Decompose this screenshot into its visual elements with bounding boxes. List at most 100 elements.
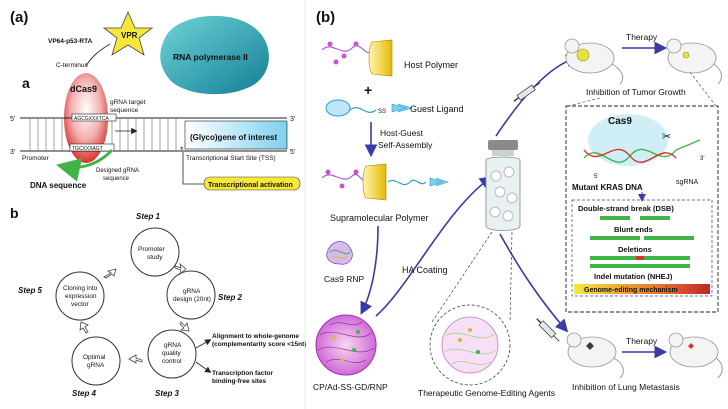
step4-text-2: gRNA: [87, 362, 105, 369]
syringe-top-icon: [513, 82, 541, 102]
seq-bottom-box: [69, 143, 115, 152]
c-terminus-label: C-terminus: [56, 62, 89, 69]
mechanism-banner: [574, 284, 710, 294]
therapy-bottom-label: Therapy: [626, 336, 658, 346]
sgrna-label: sgRNA: [676, 179, 699, 186]
blunt-strands: [590, 236, 694, 240]
prime3-left: 3': [10, 149, 15, 156]
prime5-right: 5': [290, 149, 295, 156]
seq-bottom-label: TGCXXXAGT: [72, 146, 103, 152]
sub-b-label: b: [10, 205, 19, 221]
agents-nanoparticle-icon: [441, 316, 499, 374]
prime5-left: 5': [10, 116, 15, 123]
step2-circle: [166, 270, 216, 320]
guest-ss-label: SS: [378, 109, 386, 115]
cas9-rnp-label: Cas9 RNP: [324, 274, 364, 284]
sub-a-label: a: [22, 75, 30, 91]
step5-text-1: Cloning into: [63, 285, 98, 292]
supramolecular-label: Supramolecular Polymer: [330, 213, 429, 223]
therapy-top-label: Therapy: [626, 32, 658, 42]
dcas9-label: dCas9: [70, 84, 97, 94]
mech-prime3: 3': [700, 156, 704, 162]
rna-polymerase-shape: [160, 15, 269, 95]
designed-grna-arrow: [56, 148, 114, 182]
gene-label: (Glyco)gene of interest: [190, 133, 277, 142]
mechanism-label: Genome-editing mechanism: [584, 287, 678, 294]
tf-label-2: binding-free sites: [212, 378, 267, 385]
vp64-label: VP64-p53-RTA: [48, 38, 93, 45]
step1-label: Step 1: [136, 212, 161, 221]
agents-label: Therapeutic Genome-Editing Agents: [418, 388, 555, 398]
to-nanoparticle-arrow: [360, 225, 379, 315]
dsb-label: Double-strand break (DSB): [578, 204, 674, 213]
rna-pol-label: RNA polymerase II: [173, 52, 248, 62]
align-label-1: Alignment to whole-genome: [212, 333, 299, 340]
mouse-tumor-before-icon: [564, 38, 624, 85]
tss-label: Transcriptional Start Site (TSS): [186, 155, 276, 162]
step1-text-1: Promoter: [138, 246, 166, 253]
syringe-arrow-bottom: [499, 233, 569, 333]
prime3-right: 3': [290, 116, 295, 123]
panel-a-label: (a): [10, 9, 28, 26]
step5-text-3: vector: [71, 301, 90, 308]
mech-zoom-line-1: [567, 97, 601, 107]
panel-b-label: (b): [316, 9, 335, 26]
activation-label: Transcriptional activation: [208, 182, 293, 189]
step4-text-1: Optimal: [83, 354, 106, 361]
grna-target-box: [71, 113, 117, 122]
activation-arrow: [182, 152, 204, 185]
host-polymer-label: Host Polymer: [404, 60, 458, 70]
nanoparticle-icon: [315, 314, 377, 376]
workflow-arrows: [79, 262, 190, 364]
designed-grna-label-2: sequence: [103, 176, 130, 182]
scissors-icon: ✂: [662, 131, 671, 143]
vial-icon: [485, 140, 521, 231]
step1-circle: [130, 227, 180, 277]
plus-sign: +: [364, 82, 372, 98]
guest-ligand-label: Guest Ligand: [410, 104, 464, 114]
deletion-strands: [590, 256, 690, 268]
vpr-star-icon: [102, 11, 154, 56]
ha-coating-arrow: [375, 176, 493, 317]
vpr-label: VPR: [121, 31, 138, 40]
step5-circle: [55, 271, 105, 321]
cp-label: CP/Ad-SS-GD/RNP: [313, 382, 388, 392]
step1-text-2: study: [147, 254, 163, 261]
step3-label: Step 3: [155, 389, 180, 398]
zoom-line-1: [431, 231, 493, 323]
step3-circle: [147, 329, 197, 379]
host-guest-label-1: Host-Guest: [380, 128, 424, 138]
dsb-strands: [600, 216, 670, 220]
syringe-arrow-top: [495, 54, 580, 137]
gene-box: [184, 120, 288, 150]
dna-rungs: [29, 118, 177, 151]
dna-helix-icon: [583, 139, 701, 163]
lung-label: Inhibition of Lung Metastasis: [572, 382, 680, 392]
grna-target-label-2: sequence: [110, 107, 139, 114]
activation-badge: [203, 176, 301, 191]
dna-sequence-label: DNA sequence: [30, 181, 87, 190]
designed-grna-label: Designed gRNA: [96, 168, 139, 174]
step2-text-1: gRNA: [183, 288, 201, 295]
tf-arrow: [195, 361, 212, 373]
supramolecular-icon: [321, 163, 449, 201]
step5-label: Step 5: [18, 286, 43, 295]
dsb-box: [571, 199, 713, 297]
cas9-label: Cas9: [608, 116, 632, 127]
mouse-tumor-after-icon: [666, 38, 722, 85]
mech-prime5: 5': [594, 174, 598, 180]
host-polymer-icon: [321, 39, 393, 77]
seq-top-label: AGCGXXXTCA: [74, 116, 109, 122]
step5-text-2: expression: [65, 293, 97, 300]
deletions-label: Deletions: [618, 245, 652, 254]
mech-zoom-line-2: [689, 71, 717, 107]
align-arrow: [195, 339, 212, 349]
step3-text-2: quality: [162, 350, 182, 357]
indel-label: Indel mutation (NHEJ): [594, 272, 673, 281]
mutant-kras-label: Mutant KRAS DNA: [572, 183, 643, 192]
guest-ligand-icon: [325, 99, 414, 117]
cas9-rnp-icon: [326, 241, 353, 265]
promoter-label: Promoter: [22, 155, 50, 162]
zoom-line-2: [509, 231, 513, 323]
